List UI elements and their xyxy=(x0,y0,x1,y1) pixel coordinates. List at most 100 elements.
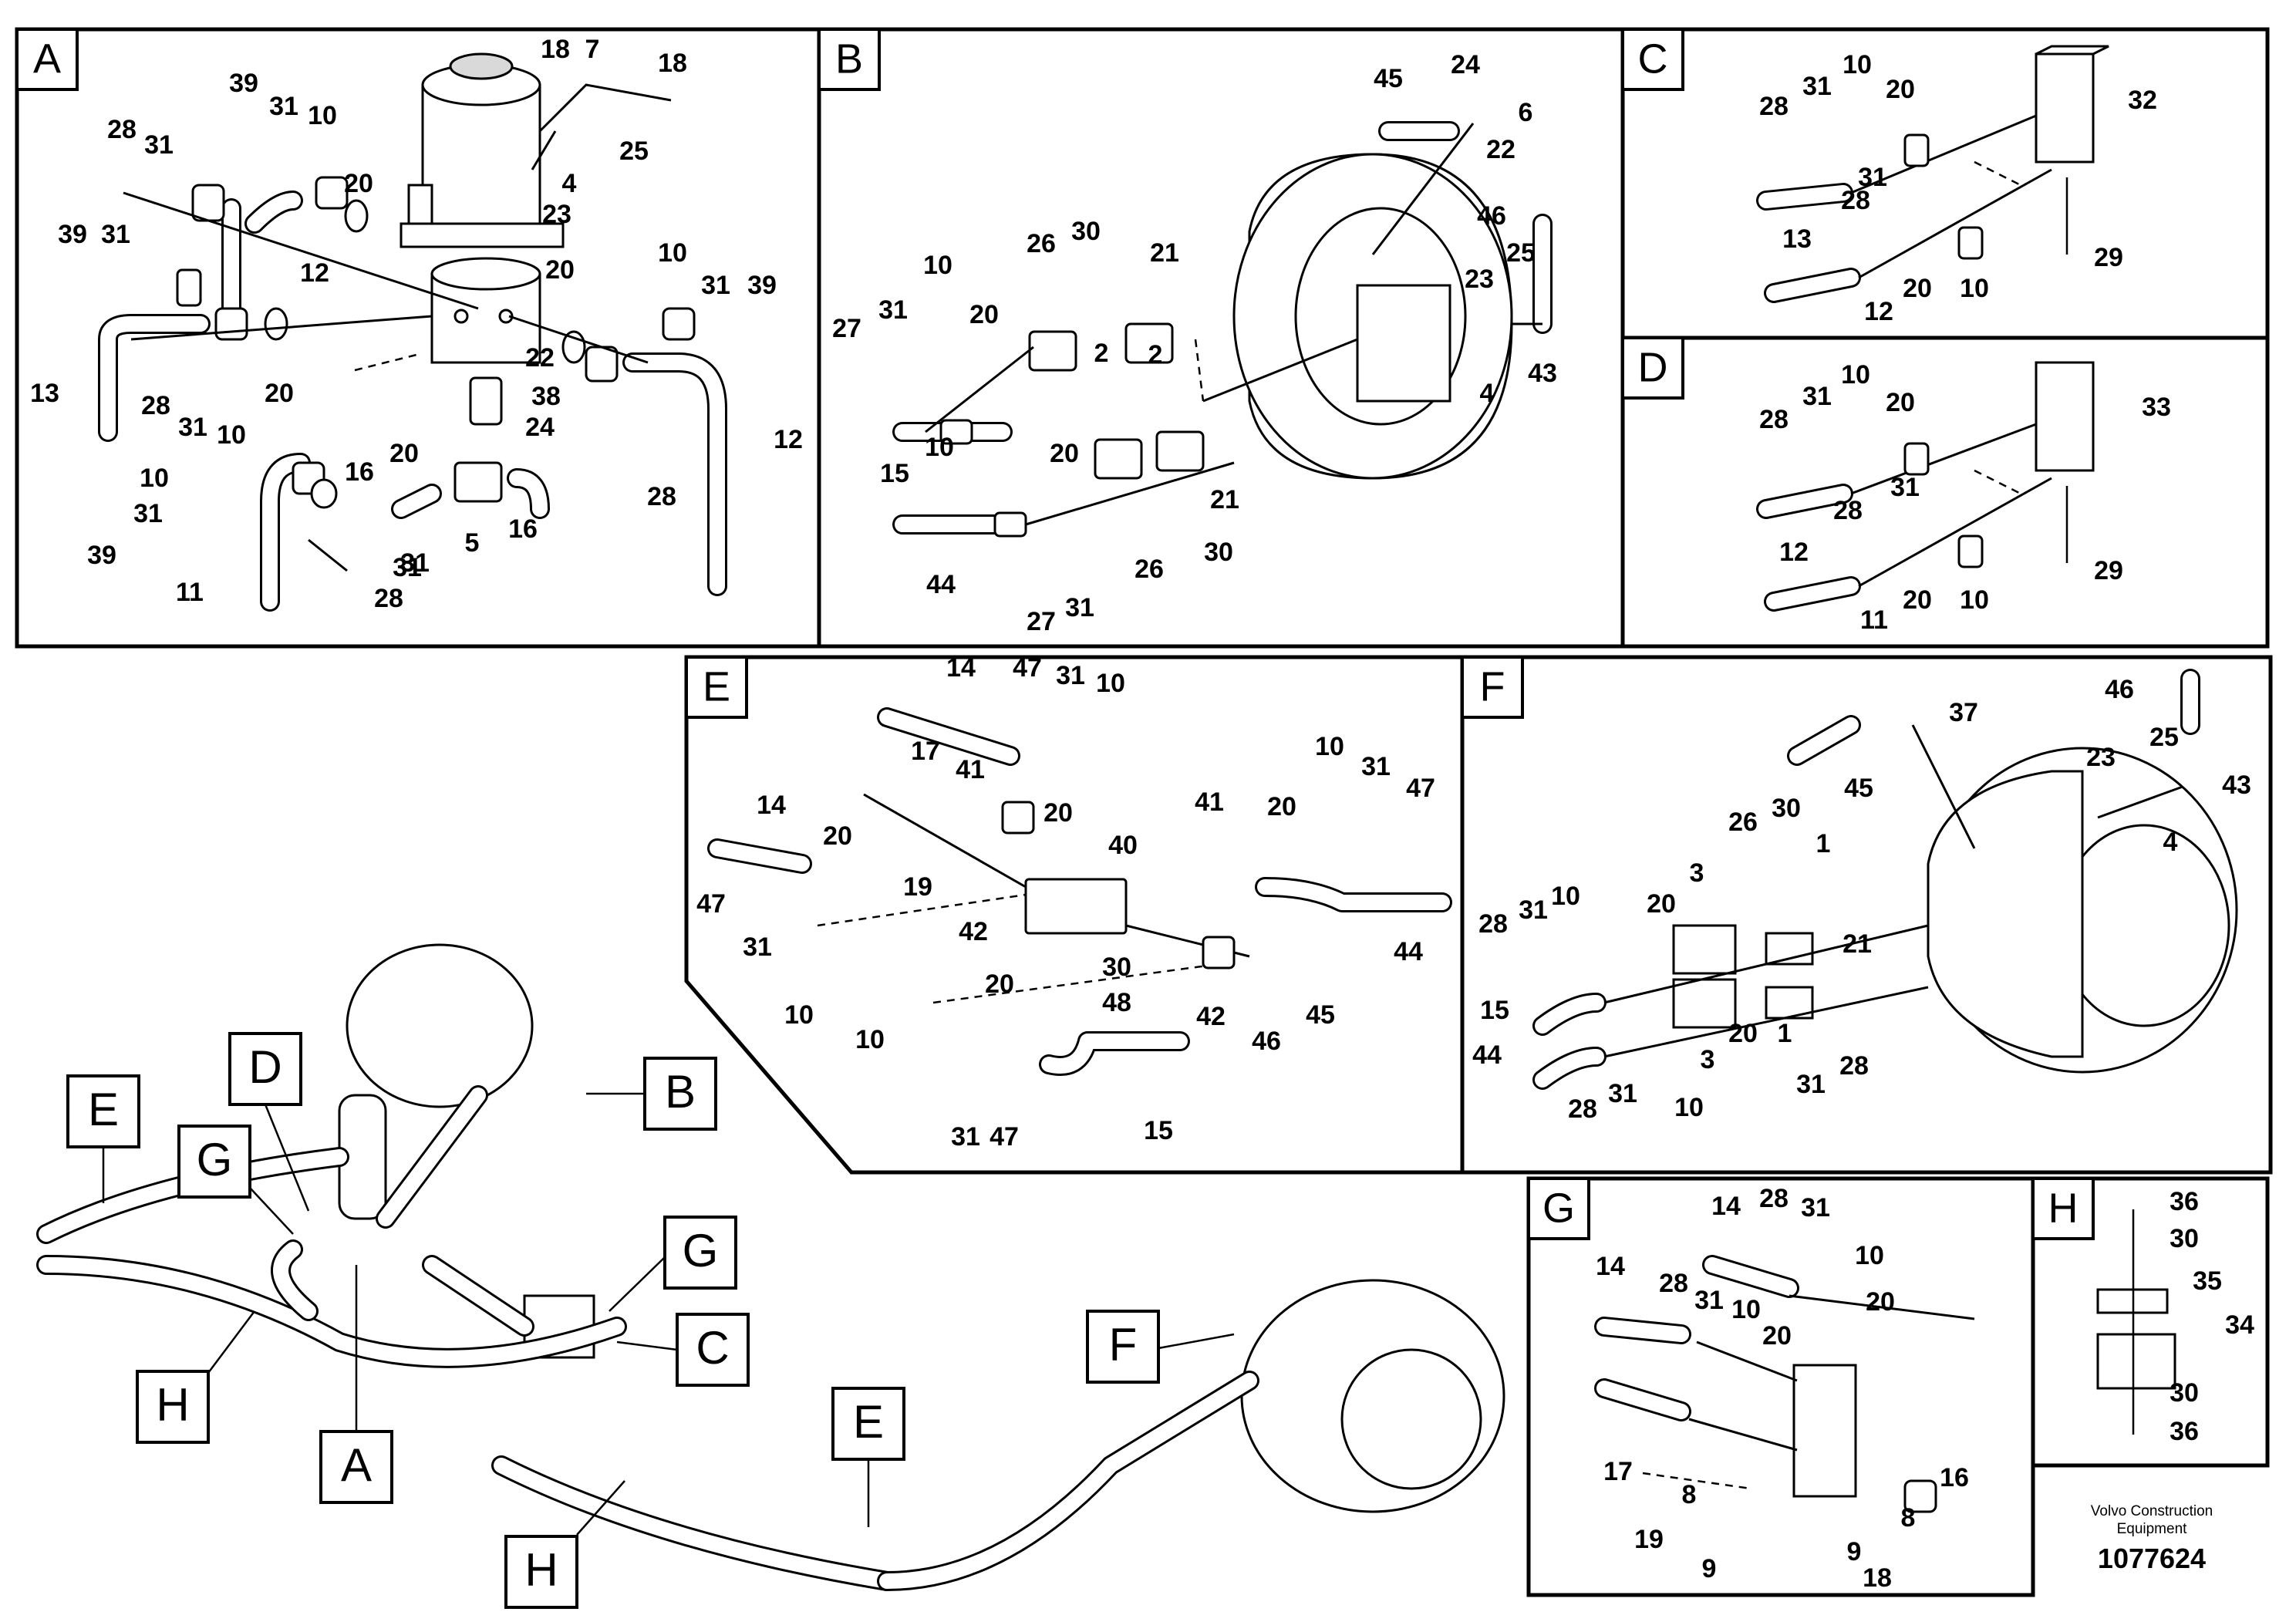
panel-g-label: G xyxy=(1527,1177,1590,1240)
part-number-label: 15 xyxy=(1144,1116,1173,1145)
part-number-label: 30 xyxy=(1772,794,1801,823)
part-number-label: 39 xyxy=(229,69,258,98)
part-number-label: 17 xyxy=(911,737,940,766)
part-number-label: 20 xyxy=(985,969,1014,999)
part-number-label: 13 xyxy=(30,379,59,408)
part-number-label: 10 xyxy=(784,1000,814,1030)
svg-text:F: F xyxy=(1480,663,1505,710)
part-number-label: 31 xyxy=(1065,593,1094,622)
part-number-label: 22 xyxy=(525,343,555,373)
part-number-label: 29 xyxy=(2094,556,2123,585)
part-number-label: 44 xyxy=(1472,1040,1502,1070)
part-number-label: 4 xyxy=(562,169,577,198)
part-number-label: 10 xyxy=(1674,1093,1704,1122)
overview-callout-g-left: G xyxy=(177,1125,294,1235)
svg-text:F: F xyxy=(1109,1319,1138,1371)
part-number-label: 10 xyxy=(217,420,246,450)
part-number-label: 20 xyxy=(1050,439,1079,468)
part-number-label: 20 xyxy=(1886,75,1915,104)
panel-e-drawing xyxy=(707,707,1452,1076)
overview-callout-h-bottom: H xyxy=(504,1480,625,1609)
overview-callout-f: F xyxy=(1086,1310,1235,1384)
part-number-label: 10 xyxy=(1841,360,1870,389)
part-number-label: 28 xyxy=(1833,496,1863,525)
svg-text:C: C xyxy=(1638,35,1668,82)
part-number-label: 31 xyxy=(1361,752,1391,781)
part-number-label: 20 xyxy=(1903,585,1932,615)
part-number-label: 31 xyxy=(393,553,422,582)
part-number-label: 28 xyxy=(1841,186,1870,215)
part-number-label: 39 xyxy=(58,220,87,249)
part-number-label: 3 xyxy=(1701,1045,1715,1074)
part-number-label: 43 xyxy=(1528,359,1557,388)
part-number-label: 26 xyxy=(1135,555,1164,584)
part-number-label: 28 xyxy=(647,482,676,511)
part-number-label: 10 xyxy=(925,433,954,462)
part-number-label: 20 xyxy=(1762,1321,1792,1351)
part-number-label: 31 xyxy=(1796,1070,1826,1099)
part-number-label: 31 xyxy=(878,295,908,325)
part-number-label: 31 xyxy=(1519,895,1548,925)
part-number-label: 4 xyxy=(1480,379,1495,408)
panel-c-label: C xyxy=(1621,28,1684,91)
part-number-label: 28 xyxy=(1759,1184,1789,1213)
part-number-label: 38 xyxy=(531,382,561,411)
part-number-label: 12 xyxy=(1864,297,1893,326)
part-number-label: 44 xyxy=(926,570,956,599)
part-number-label: 10 xyxy=(1315,732,1344,761)
part-number-label: 28 xyxy=(141,391,170,420)
part-number-label: 7 xyxy=(585,35,600,64)
part-number-label: 30 xyxy=(1071,217,1101,246)
panel-g-drawing xyxy=(1594,1255,1975,1513)
part-number-label: 19 xyxy=(903,872,932,902)
part-number-label: 47 xyxy=(696,889,726,919)
part-number-label: 28 xyxy=(107,115,137,144)
part-number-label: 28 xyxy=(1759,92,1789,121)
part-number-label: 25 xyxy=(1506,238,1536,268)
part-number-label: 40 xyxy=(1108,831,1138,860)
part-number-label: 43 xyxy=(2222,771,2251,800)
part-number-label: 46 xyxy=(1477,201,1506,231)
part-number-label: 31 xyxy=(144,130,174,160)
part-number-label: 20 xyxy=(1903,274,1932,303)
svg-text:A: A xyxy=(33,35,61,82)
panel-b-drawing xyxy=(892,121,1553,538)
svg-text:H: H xyxy=(156,1379,189,1431)
panel-d-frame xyxy=(1620,336,2270,649)
part-number-label: 22 xyxy=(1486,135,1515,164)
part-number-label: 29 xyxy=(2094,243,2123,272)
part-number-label: 31 xyxy=(269,92,298,121)
part-number-label: 31 xyxy=(1801,1193,1830,1222)
svg-text:E: E xyxy=(703,663,730,710)
part-number-label: 20 xyxy=(823,821,852,851)
part-number-label: 20 xyxy=(265,379,294,408)
part-number-label: 24 xyxy=(1451,50,1480,79)
overview-callout-a: A xyxy=(319,1265,393,1504)
part-number-label: 42 xyxy=(959,917,988,946)
svg-text:H: H xyxy=(524,1544,558,1596)
part-number-label: 27 xyxy=(832,314,861,343)
part-number-label: 23 xyxy=(1465,265,1494,294)
part-number-label: 25 xyxy=(2149,723,2179,752)
part-number-label: 21 xyxy=(1210,485,1239,514)
part-number-label: 42 xyxy=(1196,1002,1226,1031)
panel-e-label: E xyxy=(685,656,748,719)
part-number-label: 12 xyxy=(1779,538,1809,567)
part-number-label: 31 xyxy=(951,1122,980,1152)
svg-text:E: E xyxy=(853,1396,884,1448)
part-number-label: 25 xyxy=(619,137,649,166)
part-number-label: 20 xyxy=(1728,1019,1758,1048)
part-number-label: 31 xyxy=(1056,661,1085,690)
part-number-label: 10 xyxy=(1960,585,1989,615)
svg-text:B: B xyxy=(665,1066,696,1118)
part-number-label: 10 xyxy=(1731,1295,1761,1324)
svg-text:G: G xyxy=(683,1225,719,1276)
panel-a-drawing xyxy=(98,52,727,612)
part-number-label: 44 xyxy=(1394,937,1423,966)
part-number-label: 10 xyxy=(1096,669,1125,698)
part-number-label: 31 xyxy=(1694,1286,1724,1315)
